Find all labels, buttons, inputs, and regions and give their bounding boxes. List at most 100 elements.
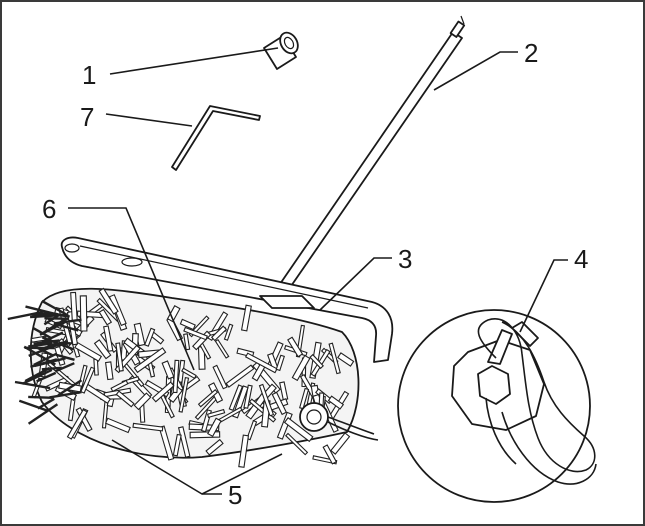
bristle-strand — [55, 353, 75, 361]
callout-7: 7 — [80, 102, 94, 132]
bristle-tuft — [327, 395, 345, 410]
bristle-tuft — [151, 381, 175, 403]
bristle-strand — [21, 368, 53, 385]
bristle-tuft — [238, 434, 250, 468]
callout-2: 2 — [524, 38, 538, 68]
bristle-tuft — [104, 361, 114, 381]
bristle-tuft — [330, 432, 351, 455]
bristle-tuft — [98, 308, 113, 326]
bristle-tuft — [328, 342, 341, 375]
bristle-tuft — [70, 291, 78, 322]
bristle-tuft — [172, 433, 182, 457]
leader-4 — [519, 259, 568, 333]
bristle-tuft — [228, 384, 244, 412]
callout-4: 4 — [574, 244, 588, 274]
bristle-tuft — [133, 322, 146, 347]
bristle-tuft — [177, 426, 191, 458]
bristle-tuft — [225, 364, 255, 388]
bristle-tuft — [210, 325, 228, 342]
bristle-tuft — [240, 304, 252, 332]
bristle-tuft — [133, 392, 152, 411]
leader-5b — [201, 453, 283, 495]
bristle-tuft — [115, 390, 135, 408]
bristle-tuft — [258, 383, 275, 417]
bristle-tuft — [285, 432, 309, 456]
bristle-tuft — [54, 384, 78, 402]
leader-3 — [319, 257, 392, 311]
bristle-strand — [34, 345, 54, 357]
bristle-tuft — [110, 379, 129, 393]
callout-labels: 1 2 3 4 5 6 7 — [42, 38, 588, 510]
bristle-tuft — [183, 333, 191, 351]
callout-5: 5 — [228, 480, 242, 510]
bristle-tuft — [179, 318, 196, 331]
bristle-strand — [18, 399, 49, 413]
bristle-strand — [27, 403, 59, 425]
bristle-tuft — [80, 366, 96, 394]
bristle-tuft — [206, 408, 226, 419]
bristle-strand — [24, 366, 51, 383]
bristle-strand — [36, 371, 57, 383]
bristle-strand — [39, 320, 67, 336]
hex-key-icon — [171, 105, 261, 171]
bristle-tuft — [271, 391, 288, 416]
bristle-tuft — [178, 376, 190, 413]
bristle-tuft — [291, 354, 311, 382]
bristle-strand — [28, 395, 54, 399]
bristle-strand — [36, 311, 70, 318]
bristle-tuft — [172, 359, 180, 394]
leader-lines — [68, 47, 568, 495]
bristle-tuft — [93, 339, 112, 360]
bristle-tuft — [212, 364, 228, 390]
bristle-tuft — [104, 417, 131, 434]
bristle-tuft — [337, 352, 355, 367]
leader-6 — [68, 207, 195, 371]
callout-3: 3 — [398, 244, 412, 274]
bristle-strand — [28, 346, 52, 358]
bristle-tuft — [197, 389, 219, 408]
bristle-tuft — [309, 353, 324, 370]
bristle-tuft — [287, 336, 304, 358]
bristle-strand — [49, 390, 82, 399]
bristle-roller-icon — [7, 287, 360, 468]
bristle-tuft — [93, 358, 99, 376]
bristle-tuft — [243, 384, 253, 409]
bristle-tuft — [158, 425, 175, 461]
bristle-tuft — [98, 287, 119, 315]
bristle-strand — [54, 362, 75, 373]
brush-guard-icon — [60, 236, 394, 363]
bristle-tuft — [133, 347, 167, 374]
bristle-tuft — [214, 338, 230, 359]
bristle-strand — [41, 366, 62, 371]
bristle-tuft — [322, 444, 338, 465]
callout-6: 6 — [42, 194, 56, 224]
callout-1: 1 — [82, 60, 96, 90]
bristle-tuft — [66, 408, 88, 440]
bristle-strand — [28, 342, 53, 348]
bristle-tuft — [143, 327, 156, 347]
bristle-tuft — [166, 305, 181, 323]
bristle-tuft — [299, 387, 310, 410]
drive-shaft-icon — [268, 15, 466, 306]
bristle-tuft — [167, 386, 183, 403]
bristle-tuft — [132, 422, 164, 432]
bristle-strand — [37, 397, 55, 410]
bristle-tuft — [181, 367, 197, 380]
bristle-strand — [14, 380, 51, 390]
bristle-tuft — [223, 323, 234, 341]
bristle-tuft — [161, 360, 175, 380]
bristle-strand — [30, 358, 58, 369]
roller-hub-icon — [299, 402, 379, 441]
sleeve-icon — [263, 31, 299, 70]
bristle-tuft — [205, 438, 224, 456]
bristle-tuft — [207, 417, 222, 438]
bristle-tuft — [75, 406, 93, 433]
leader-7 — [105, 113, 193, 127]
bristle-strand — [57, 379, 83, 397]
bristle-tuft — [244, 352, 278, 374]
linch-pin-icon — [397, 309, 597, 503]
bristle-tuft — [283, 417, 314, 443]
bristle-tuft — [275, 354, 285, 372]
